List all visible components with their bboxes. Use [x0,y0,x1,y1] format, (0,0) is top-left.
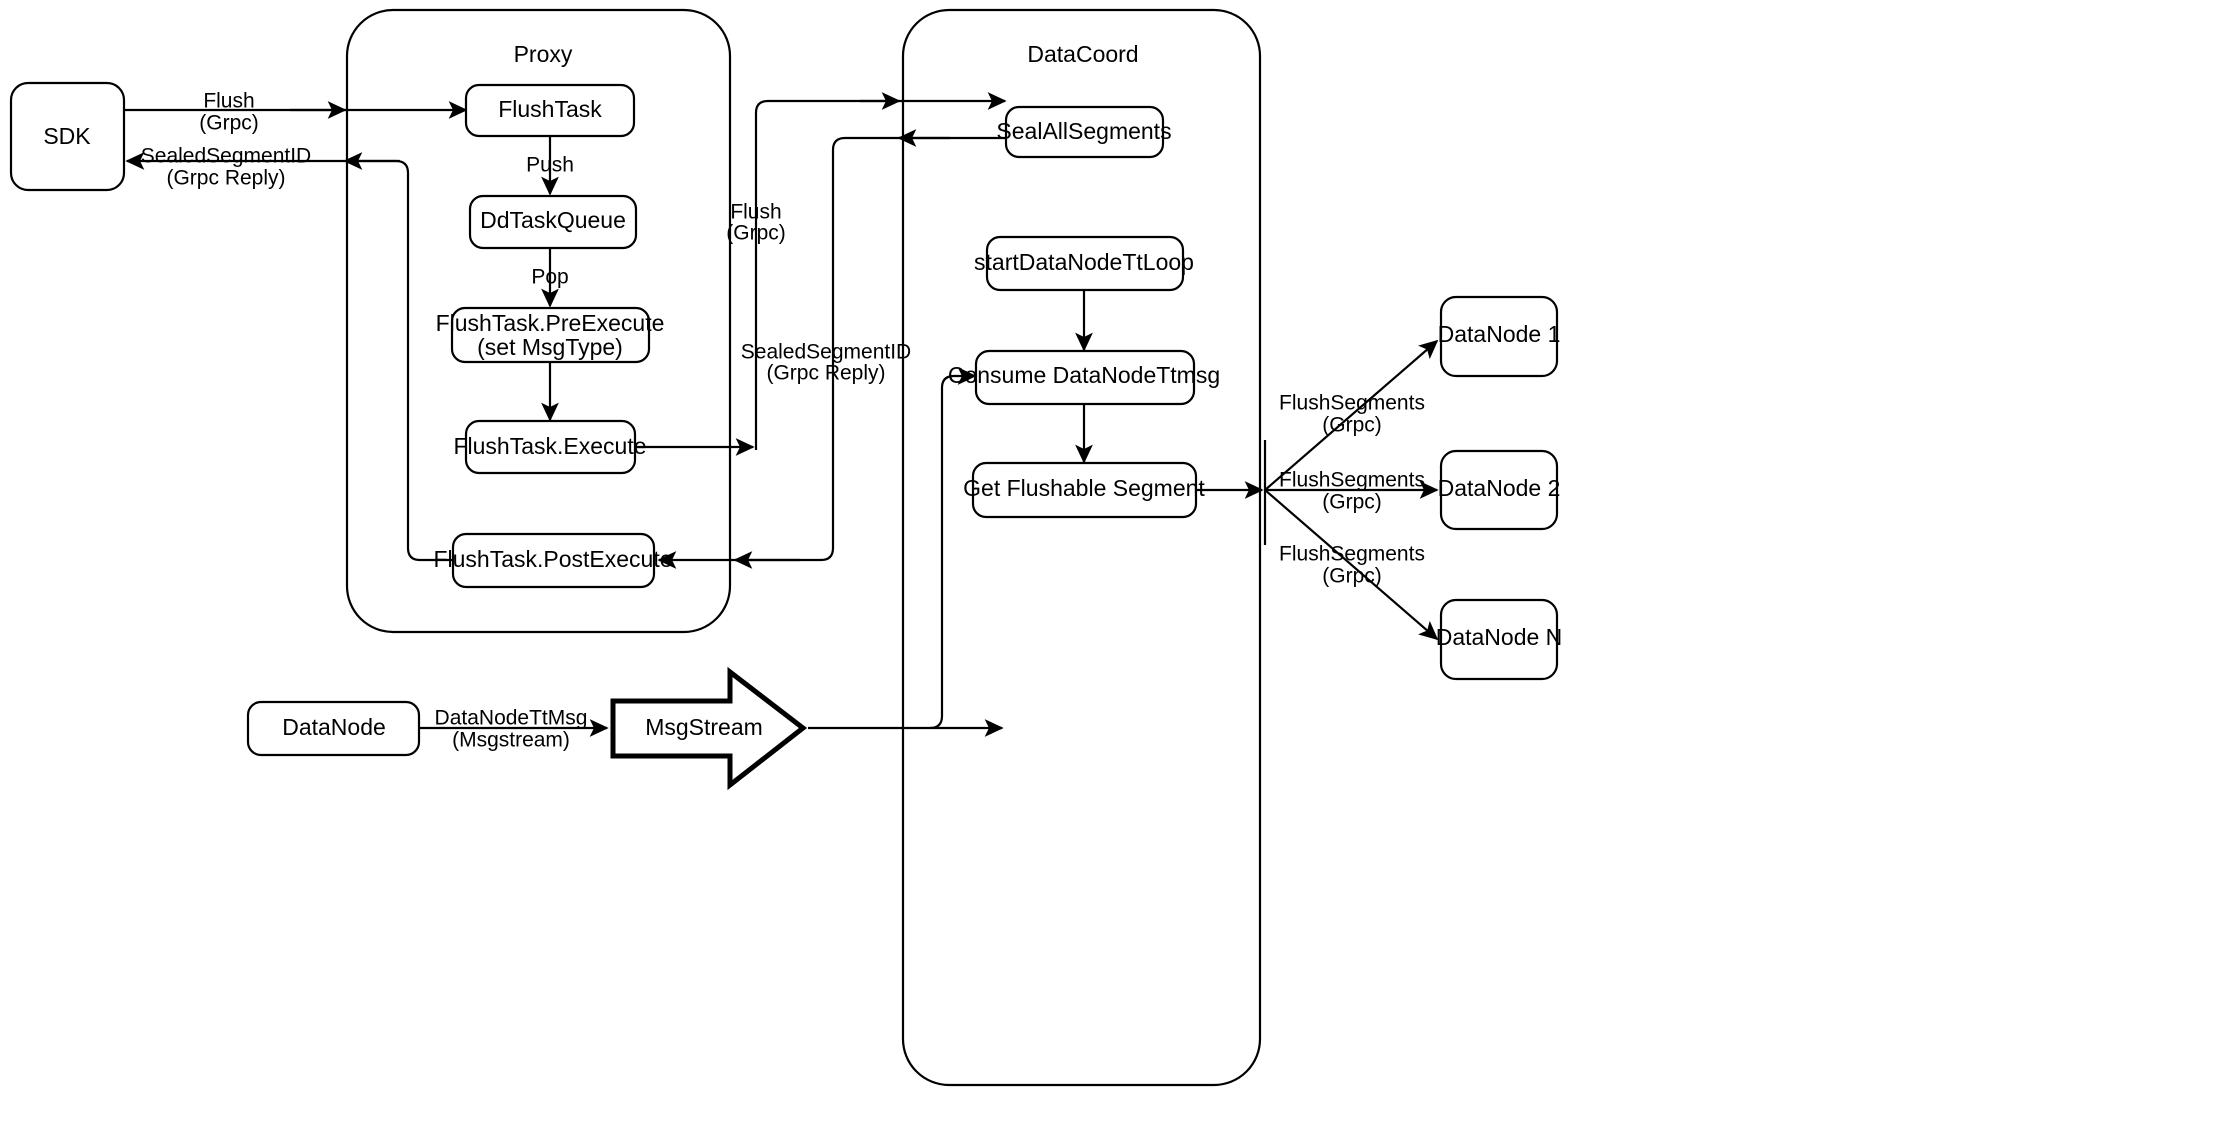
edge-label-flushsegments-2: FlushSegments (Grpc) [1279,469,1425,514]
datanode-ttmsg-label-line1: DataNodeTtMsg [435,707,588,730]
node-preexecute[interactable]: FlushTask.PreExecute (set MsgType) [436,306,665,364]
get-flushable-segment-box[interactable] [971,461,1198,519]
datanode-source-box[interactable] [246,700,421,757]
datanode-2-label: DataNode 2 [1438,475,1561,501]
node-datanode-source[interactable]: DataNode [246,700,421,757]
ddtaskqueue-box[interactable] [468,194,638,250]
edge-sealallsegments-to-postexecute [657,136,1005,569]
node-msgstream[interactable]: MsgStream [610,666,808,791]
edge-junction-to-datanode1 [1264,339,1439,491]
ddtaskqueue-label: DdTaskQueue [480,207,626,233]
edge-label-datanode-ttmsg: DataNodeTtMsg (Msgstream) [435,707,588,752]
execute-label: FlushTask.Execute [453,433,646,459]
proxy-coord-flush-label-line1: Flush [730,201,781,224]
flushsegments-2-label-line2: (Grpc) [1322,491,1382,514]
sealedsegmentid-reply-label-line1: SealedSegmentID [141,145,311,168]
msgstream-arrow-shape[interactable] [610,666,808,791]
edge-label-flushsegments-1: FlushSegments (Grpc) [1279,392,1425,437]
node-datanode-1[interactable]: DataNode 1 [1438,295,1561,378]
get-flushable-segment-label: Get Flushable Segment [963,475,1205,501]
flushtask-box[interactable] [464,83,636,138]
edge-junction-to-datanoden [1264,489,1439,641]
datanode-1-label: DataNode 1 [1438,321,1561,347]
edge-flushtrunk-to-sealallsegments [754,92,1007,450]
datanode-source-label: DataNode [282,714,386,740]
coord-proxy-reply-label-line2: (Grpc Reply) [766,362,885,385]
consume-datanodettmsg-label: Consume DataNodeTtmsg [948,362,1220,388]
proxy-container-label: Proxy [514,41,573,67]
flushsegments-1-label-line2: (Grpc) [1322,414,1382,437]
preexecute-box[interactable] [450,306,651,364]
node-postexecute[interactable]: FlushTask.PostExecute [433,532,673,589]
node-sdk[interactable]: SDK [9,81,126,192]
proxy-container-outline [345,8,732,634]
execute-box[interactable] [464,419,637,475]
node-get-flushable-segment[interactable]: Get Flushable Segment [963,461,1205,519]
proxy-coord-flush-label-line2: (Grpc) [726,222,786,245]
sealallsegments-box[interactable] [1004,105,1165,159]
edge-label-sdk-to-proxy: Flush (Grpc) [199,90,259,135]
sdk-label: SDK [43,123,91,149]
datanode-1-box[interactable] [1439,295,1559,378]
datanode-n-label: DataNode N [1436,624,1563,650]
edge-label-proxy-to-sdk: SealedSegmentID (Grpc Reply) [141,145,311,190]
postexecute-label: FlushTask.PostExecute [433,546,672,572]
flush-grpc-label-line2: (Grpc) [199,112,259,135]
node-consume-datanodettmsg[interactable]: Consume DataNodeTtmsg [948,349,1220,406]
sdk-box[interactable] [9,81,126,192]
msgstream-label: MsgStream [645,714,763,740]
coord-proxy-reply-label-line1: SealedSegmentID [741,341,911,364]
flushsegments-n-label-line1: FlushSegments [1279,543,1425,566]
edge-label-proxy-to-coord: Flush (Grpc) [726,201,786,245]
container-proxy: Proxy [345,8,732,634]
node-flushtask[interactable]: FlushTask [464,83,636,138]
node-execute[interactable]: FlushTask.Execute [453,419,647,475]
startdatanodettloop-box[interactable] [985,235,1185,292]
container-datacoord: DataCoord [901,8,1262,1087]
pop-label: Pop [531,266,568,289]
flushsegments-1-label-line1: FlushSegments [1279,392,1425,415]
edge-label-flushsegments-n: FlushSegments (Grpc) [1279,543,1425,588]
edge-label-coord-to-proxy: SealedSegmentID (Grpc Reply) [741,341,911,385]
node-ddtaskqueue[interactable]: DdTaskQueue [468,194,638,250]
sealallsegments-label: SealAllSegments [996,118,1171,144]
flush-grpc-label-line1: Flush [203,90,254,113]
datanode-ttmsg-label-line2: (Msgstream) [452,729,570,752]
node-startdatanodettloop[interactable]: startDataNodeTtLoop [974,235,1194,292]
datacoord-container-label: DataCoord [1027,41,1138,67]
node-sealallsegments[interactable]: SealAllSegments [996,105,1172,159]
postexecute-box[interactable] [451,532,656,589]
push-label: Push [526,154,574,177]
flushsegments-n-label-line2: (Grpc) [1322,565,1382,588]
startdatanodettloop-label: startDataNodeTtLoop [974,249,1194,275]
sealedsegmentid-reply-label-line2: (Grpc Reply) [166,167,285,190]
edge-datacoord-boundary-to-consume [929,367,977,730]
preexecute-label-line1: FlushTask.PreExecute [436,310,665,336]
flushtask-label: FlushTask [498,96,602,122]
preexecute-label-line2: (set MsgType) [477,334,623,360]
datanode-n-box[interactable] [1439,598,1559,681]
node-datanode-2[interactable]: DataNode 2 [1438,449,1561,531]
edge-postexecute-to-sdk [125,152,453,562]
datanode-2-box[interactable] [1439,449,1559,531]
node-datanode-n[interactable]: DataNode N [1436,598,1563,681]
flushsegments-2-label-line1: FlushSegments [1279,469,1425,492]
consume-datanodettmsg-box[interactable] [974,349,1196,406]
datacoord-container-outline [901,8,1262,1087]
